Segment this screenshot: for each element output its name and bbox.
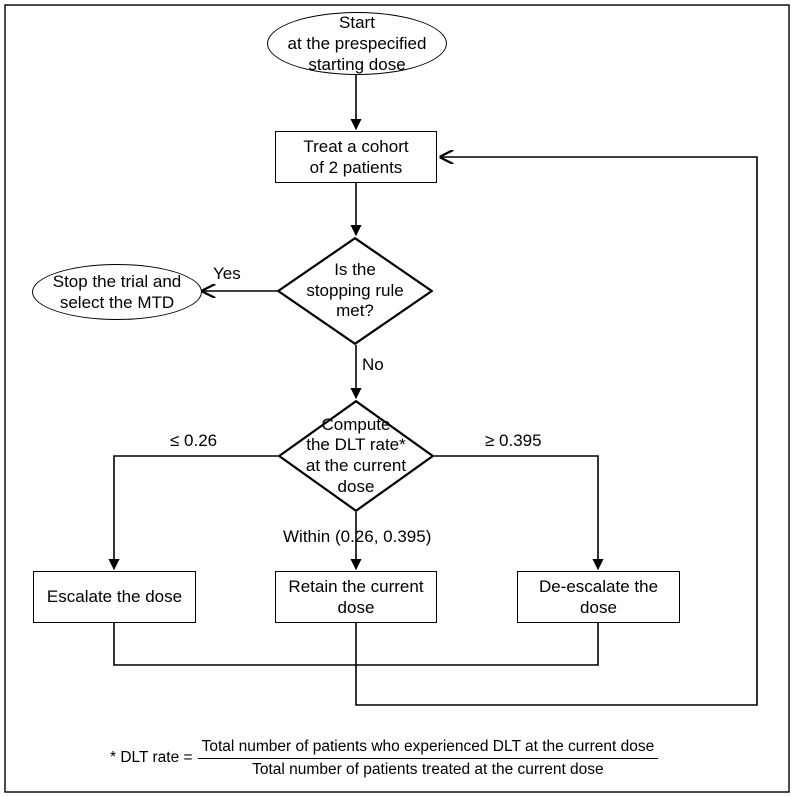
node-treat-cohort[interactable]: Treat a cohort of 2 patients: [275, 131, 437, 183]
node-retain-label: Retain the current dose: [288, 576, 424, 617]
edge-merge-escalate-deescalate: [113, 623, 599, 666]
footnote-fraction: Total number of patients who experienced…: [197, 737, 659, 780]
node-start-label: Start at the prespecified starting dose: [287, 12, 427, 75]
node-compute-dlt-label: Compute the DLT rate* at the current dos…: [305, 414, 407, 496]
edge-dlt-high-to-deescalate: [434, 455, 604, 571]
node-stop-trial-label: Stop the trial and select the MTD: [52, 271, 182, 312]
edge-dlt-low-to-escalate: [108, 455, 278, 571]
diamond-shape: [277, 237, 433, 345]
node-stopping-rule-label: Is the stopping rule met?: [306, 259, 404, 321]
edge-label-no: No: [362, 355, 384, 374]
footnote-denominator: Total number of patients treated at the …: [252, 760, 604, 778]
edge-label-high: ≥ 0.395: [485, 431, 542, 450]
footnote-numerator: Total number of patients who experienced…: [197, 737, 659, 759]
node-treat-cohort-label: Treat a cohort of 2 patients: [303, 136, 409, 177]
edge-label-yes: Yes: [213, 264, 241, 283]
node-escalate-label: Escalate the dose: [46, 587, 183, 607]
node-deescalate-label: De-escalate the dose: [538, 576, 659, 617]
node-compute-dlt[interactable]: Compute the DLT rate* at the current dos…: [278, 400, 434, 512]
footnote-dlt-rate-definition: * DLT rate = Total number of patients wh…: [110, 737, 659, 780]
node-stopping-rule[interactable]: Is the stopping rule met?: [277, 237, 433, 345]
node-stop-trial[interactable]: Stop the trial and select the MTD: [32, 264, 202, 320]
edge-label-within: Within (0.26, 0.395): [283, 527, 432, 546]
node-start[interactable]: Start at the prespecified starting dose: [267, 12, 447, 75]
node-retain[interactable]: Retain the current dose: [275, 571, 437, 623]
node-deescalate[interactable]: De-escalate the dose: [517, 571, 680, 623]
footnote-lead: * DLT rate =: [110, 749, 193, 767]
figure-border: [4, 4, 790, 793]
diamond-shape: [278, 400, 434, 512]
edge-label-low: ≤ 0.26: [170, 431, 218, 450]
node-escalate[interactable]: Escalate the dose: [33, 571, 196, 623]
